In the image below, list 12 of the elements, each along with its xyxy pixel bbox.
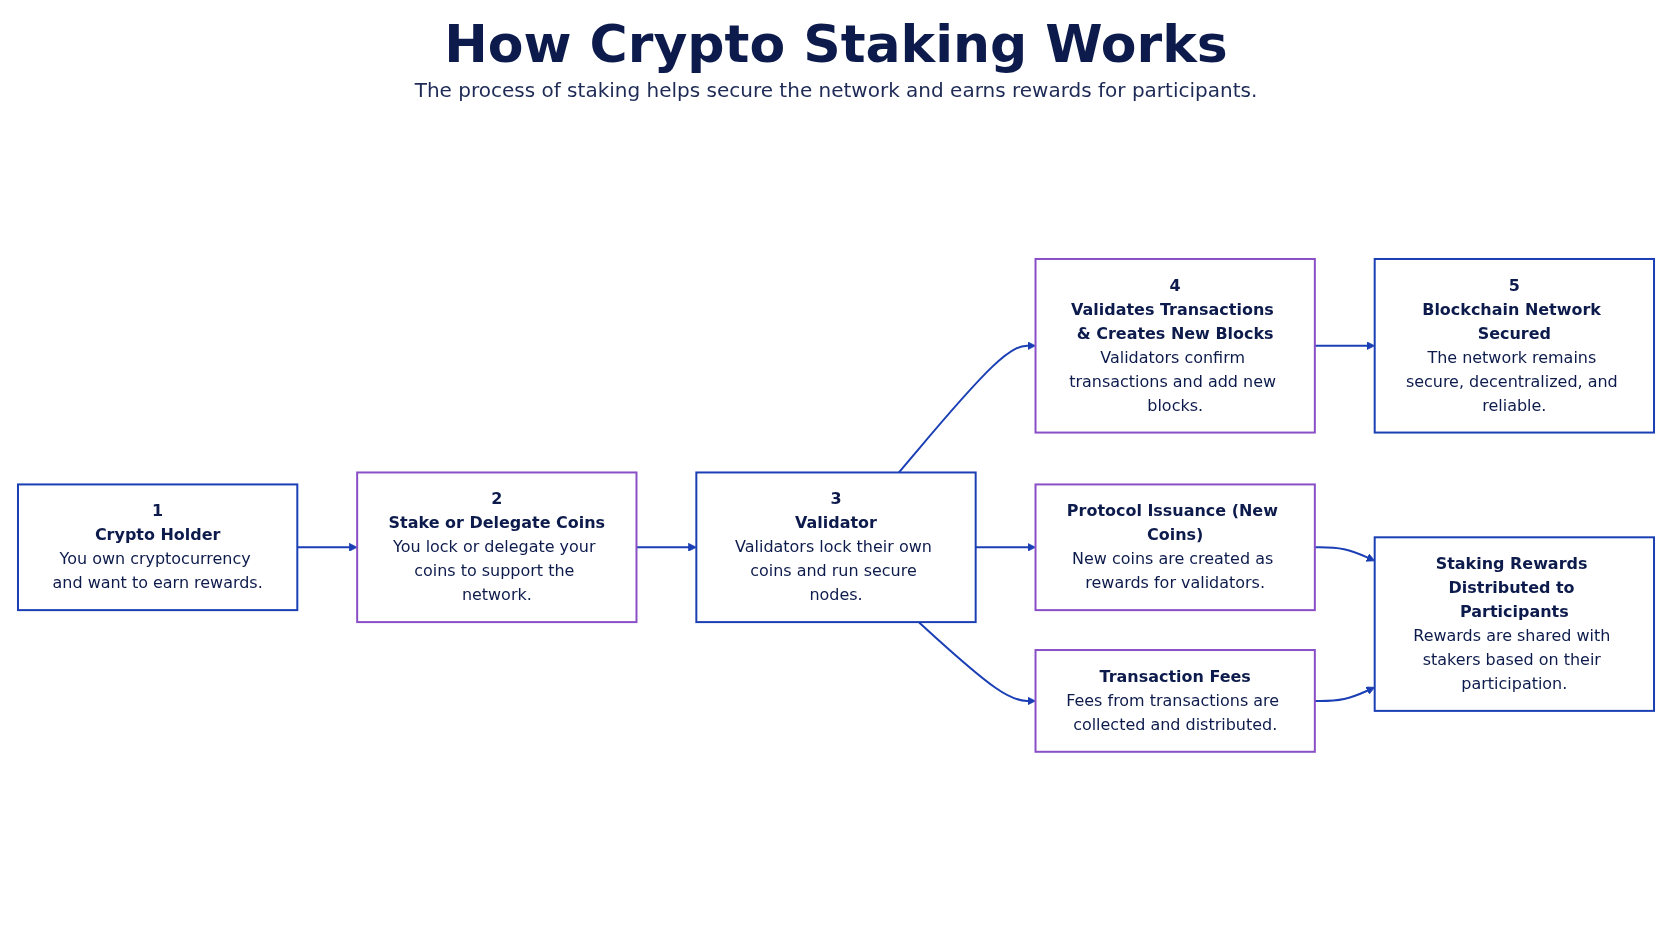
subtitle: The process of staking helps secure the network and earns rewards for participants. — [413, 78, 1259, 102]
node-box: Staking Rewards Distributed to Participants Rewards are shared with stakers based on their participation. — [1373, 535, 1655, 712]
title: How Crypto Staking Works — [443, 14, 1229, 74]
node-box: 5 Blockchain Network Secured The network remains secure, decentralized, and reliable. — [1373, 257, 1655, 434]
node-box: 1 Crypto Holder You own cryptocurrency and want to earn rewards. — [17, 483, 299, 611]
node-box: 4 Validates Transactions & Creates New Blocks Validators confirm transactions and add new blocks. — [1034, 257, 1316, 434]
arrow — [897, 341, 1036, 474]
node-box: Transaction Fees Fees from transactions are collected and distributed. — [1034, 648, 1316, 753]
arrow — [917, 620, 1036, 705]
node-box: 2 Stake or Delegate Coins You lock or delegate your coins to support the network. — [356, 471, 638, 623]
node-box: Protocol Issuance (New Coins) New coins are created as rewards for validators. — [1034, 483, 1316, 611]
node-box: 3 Validator Validators lock their own coins and run secure nodes. — [695, 471, 977, 623]
